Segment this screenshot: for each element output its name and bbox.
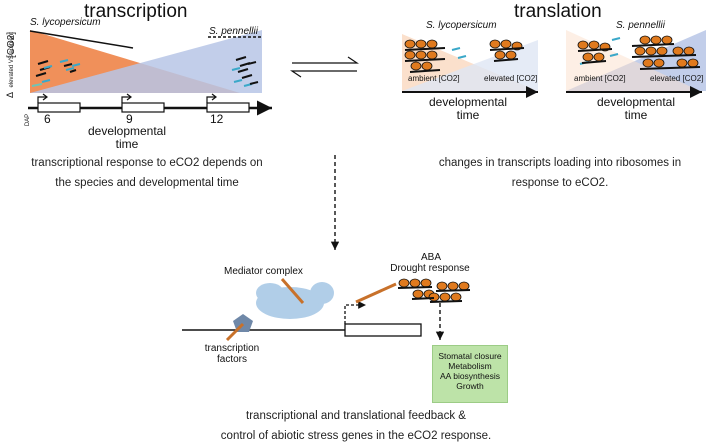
left-caption-line-2: the species and developmental time — [55, 177, 239, 189]
outcome-growth: Growth — [456, 381, 484, 391]
timepoint-9: 9 — [126, 112, 133, 126]
right-caption-line-2: response to eCO2. — [511, 177, 609, 189]
right-caption: changes in transcripts loading into ribo… — [420, 153, 700, 193]
delta-symbol: Δ — [5, 91, 15, 98]
bottom-caption: transcriptional and translational feedba… — [156, 406, 556, 446]
mrna-strokes-right — [404, 37, 701, 73]
timepoint-12: 12 — [210, 112, 224, 126]
gene-body — [344, 323, 422, 337]
left-caption: transcriptional response to eCO2 depends… — [12, 153, 282, 193]
lycopersicum-line — [29, 30, 134, 49]
aba-ribosomes — [398, 278, 470, 302]
gene-boxes — [37, 102, 250, 113]
drought-label: Drought response — [390, 263, 470, 274]
tss-arrows — [37, 93, 217, 103]
mediator-label: Mediator complex — [224, 266, 303, 277]
dap-label: DAP — [25, 113, 32, 127]
species-lycopersicum-right: S. lycopersicum — [426, 20, 497, 31]
aba-mrna — [397, 286, 471, 303]
right-axis-label-1b: developmental — [596, 95, 676, 109]
right-axis-label-1a: developmental — [428, 95, 508, 109]
mediator-complex — [256, 282, 334, 319]
aba-pointer — [355, 282, 397, 304]
right-axis-label-2b: time — [624, 108, 648, 122]
mediator-pointer — [280, 278, 305, 304]
elevated-label-lyco: elevated [CO2] — [484, 74, 538, 83]
species-lycopersicum-left: S. lycopersicum — [30, 17, 101, 28]
bottom-caption-line-2: control of abiotic stress genes in the e… — [220, 430, 492, 442]
tf-label-2: factors — [216, 354, 247, 365]
outcome-stomatal-closure: Stomatal closure — [438, 351, 502, 361]
ambient-label-penn: ambient [CO2] — [574, 74, 626, 83]
tf-pointer — [225, 322, 245, 342]
tf-label-1: transcription — [204, 343, 260, 354]
ambient-label-lyco: ambient [CO2] — [408, 74, 460, 83]
outcome-aa-biosynthesis: AA biosynthesis — [439, 371, 500, 381]
tss-dashed-arrow — [344, 301, 366, 324]
left-axis-label-2: time — [115, 137, 139, 151]
timepoint-6: 6 — [44, 112, 51, 126]
species-pennellii-left: S. pennellii — [209, 26, 258, 37]
elevated-label-penn: elevated [CO2] — [650, 74, 704, 83]
transcription-title: transcription — [84, 1, 188, 22]
pennellii-triangle — [30, 30, 262, 93]
outcome-metabolism: Metabolism — [448, 361, 492, 371]
bottom-caption-line-1: transcriptional and translational feedba… — [246, 410, 466, 422]
left-axis-label-1: developmental — [87, 124, 167, 138]
aba-label: ABA — [420, 252, 441, 263]
species-pennellii-right: S. pennellii — [616, 20, 665, 31]
translation-penn-orange — [566, 30, 700, 91]
outcomes-box: Stomatal closure Metabolism AA biosynthe… — [432, 345, 508, 403]
y-axis-co2: [CO2] — [6, 31, 17, 58]
translation-title: translation — [514, 1, 602, 22]
right-caption-line-1: changes in transcripts loading into ribo… — [438, 157, 682, 169]
right-axis-label-2a: time — [456, 108, 480, 122]
transcript-glyphs-left — [31, 56, 259, 87]
left-caption-line-1: transcriptional response to eCO2 depends… — [31, 157, 263, 169]
equilibrium-arrows — [290, 56, 359, 78]
